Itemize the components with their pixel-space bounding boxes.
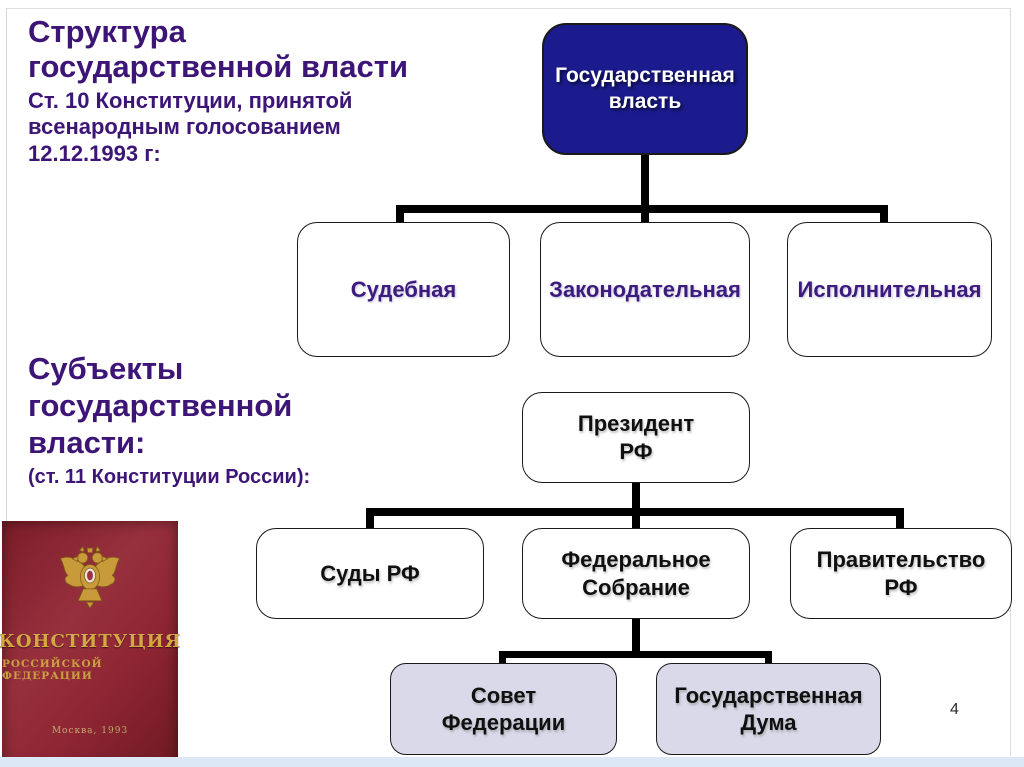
book-title: КОНСТИТУЦИЯ [0, 631, 182, 652]
double-headed-eagle-icon [59, 546, 121, 609]
subjects-heading-block: Субъекты государственной власти: (ст. 11… [28, 350, 358, 489]
node-state-duma: Государственная Дума [656, 663, 881, 755]
connector-root-vertical [641, 155, 649, 222]
connector-row3-stub-right [765, 651, 772, 663]
subjects-title: Субъекты государственной власти: [28, 351, 293, 461]
connector-row2-stub-left [366, 508, 374, 528]
page-number: 4 [950, 701, 959, 718]
connector-row2-horizontal [366, 508, 904, 516]
connector-row3-stub-left [499, 651, 506, 663]
node-government: Правительство РФ [790, 528, 1012, 619]
node-judicial-label: Судебная [350, 276, 457, 302]
node-legislative-label: Законодательная [549, 276, 741, 302]
title-block: Структура государственной власти Ст. 10 … [28, 14, 508, 167]
node-legislative: Законодательная [540, 222, 750, 357]
constitution-book-cover: КОНСТИТУЦИЯ РОССИЙСКОЙ ФЕДЕРАЦИИ Москва,… [0, 521, 181, 767]
node-executive: Исполнительная [787, 222, 992, 357]
node-judicial: Судебная [297, 222, 510, 357]
footer-strip [0, 757, 1024, 767]
node-courts-label: Суды РФ [320, 560, 420, 586]
node-state-power-label: Государственная власть [555, 63, 735, 113]
node-government-label: Правительство РФ [816, 547, 986, 600]
connector-row1-stub-right [880, 205, 888, 222]
node-state-power: Государственная власть [542, 23, 748, 155]
connector-row1-stub-left [396, 205, 404, 222]
book-imprint: Москва, 1993 [51, 726, 129, 736]
connector-row3-horizontal [499, 651, 772, 658]
node-president: Президент РФ [522, 392, 750, 483]
connector-president-vertical [632, 483, 640, 528]
node-state-duma-label: Государственная Дума [674, 682, 863, 736]
connector-assembly-vertical [632, 619, 640, 658]
connector-row2-stub-right [896, 508, 904, 528]
node-courts: Суды РФ [256, 528, 484, 619]
node-executive-label: Исполнительная [797, 276, 982, 302]
node-federal-assembly: Федеральное Собрание [522, 528, 750, 619]
book-subtitle: РОССИЙСКОЙ ФЕДЕРАЦИИ [2, 658, 103, 682]
node-president-label: Президент РФ [577, 411, 695, 464]
page-title-note: Ст. 10 Конституции, принятой всенародным… [28, 88, 353, 166]
subjects-note: (ст. 11 Конституции России): [28, 465, 311, 488]
node-federation-council-label: Совет Федерации [441, 682, 566, 736]
node-federation-council: Совет Федерации [390, 663, 617, 755]
page-title: Структура государственной власти [28, 14, 409, 85]
node-federal-assembly-label: Федеральное Собрание [561, 547, 711, 600]
connector-row1-horizontal [396, 205, 888, 213]
